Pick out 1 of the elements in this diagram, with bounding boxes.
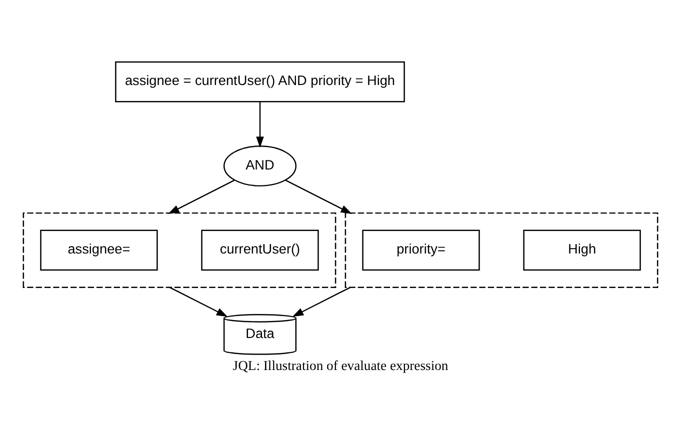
caption: JQL: Illustration of evaluate expression <box>232 358 448 374</box>
